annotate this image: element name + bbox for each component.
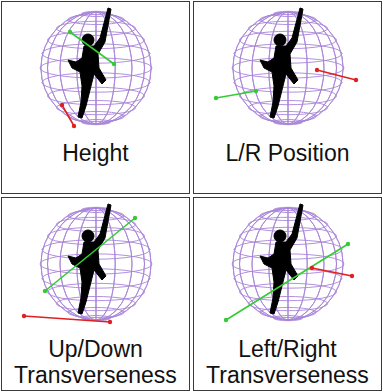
panel-box: Left/Right Transverseness — [193, 197, 382, 391]
panel-label: Left/Right Transverseness — [196, 336, 379, 388]
measure-line — [70, 32, 114, 64]
measure-dot — [108, 320, 112, 324]
measure-dot — [22, 314, 26, 318]
figure-body — [68, 204, 111, 314]
sphere-illustration — [194, 198, 381, 332]
figure-body — [260, 204, 303, 314]
sphere-illustration — [194, 2, 381, 136]
latitude-line — [56, 100, 135, 114]
measure-line — [24, 316, 110, 322]
measure-dot — [214, 96, 218, 100]
panel-box: Up/Down Transverseness — [1, 197, 190, 391]
measure-line — [226, 244, 348, 320]
measure-dot — [133, 216, 137, 220]
measure-line — [62, 105, 74, 126]
measure-dot — [254, 89, 258, 93]
panel-label: L/R Position — [196, 140, 379, 166]
measure-line — [317, 70, 356, 80]
measure-dot — [350, 274, 354, 278]
measure-dot — [315, 68, 319, 72]
panel-label: Up/Down Transverseness — [4, 336, 187, 388]
figure-head — [82, 230, 94, 242]
sphere-illustration — [2, 198, 189, 332]
figure-body — [68, 8, 111, 118]
figure-head — [274, 230, 286, 242]
measure-dot — [112, 62, 116, 66]
measure-dot — [60, 103, 64, 107]
latitude-line — [68, 111, 124, 121]
figure-silhouette — [260, 8, 303, 118]
latitude-line — [68, 307, 124, 317]
measure-dot — [68, 30, 72, 34]
measure-line — [216, 91, 256, 98]
sphere-illustration — [2, 2, 189, 136]
measure-dot — [224, 318, 228, 322]
figure-silhouette — [260, 204, 303, 314]
latitude-line — [56, 296, 135, 310]
measure-dot — [310, 266, 314, 270]
latitude-line — [248, 100, 327, 114]
measure-line — [45, 218, 135, 291]
figure-silhouette — [68, 204, 111, 314]
panel-label: Height — [4, 140, 187, 166]
latitude-line — [260, 111, 316, 121]
figure-body — [260, 8, 303, 118]
figure-silhouette — [68, 8, 111, 118]
measure-dot — [346, 242, 350, 246]
latitude-line — [260, 307, 316, 317]
measure-line — [312, 268, 352, 276]
measure-dot — [354, 78, 358, 82]
panel-box: L/R Position — [193, 1, 382, 194]
figure-head — [274, 34, 286, 46]
measure-dot — [43, 289, 47, 293]
measure-dot — [72, 124, 76, 128]
panel-box: Height — [1, 1, 190, 194]
